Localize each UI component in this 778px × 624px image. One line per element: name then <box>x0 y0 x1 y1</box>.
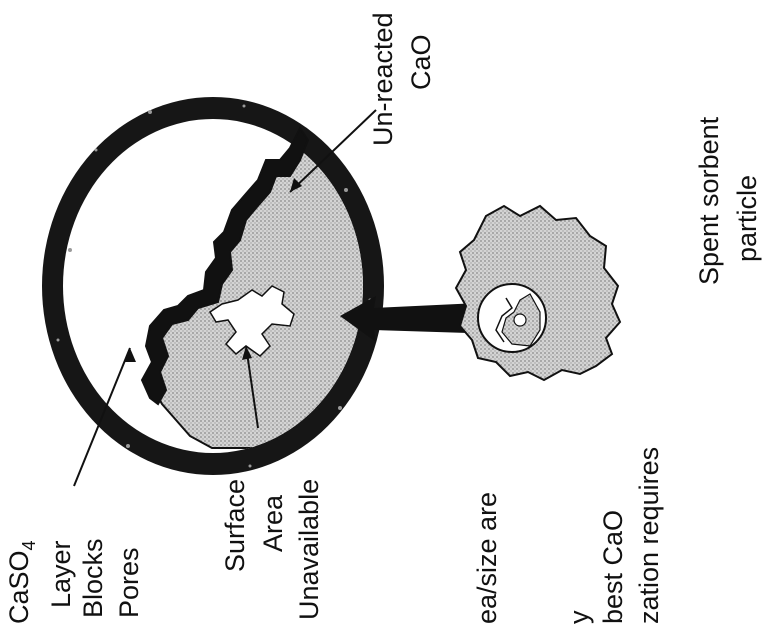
caso4-label-line2: Layer <box>46 540 76 608</box>
caso4-label-line4: Pores <box>114 547 144 618</box>
cut-text-line4: zation requires <box>634 447 664 624</box>
surface-label-line1: Surface <box>220 479 250 572</box>
magnified-particle <box>42 97 395 475</box>
spent-label-line1: Spent sorbent <box>694 116 724 285</box>
spent-label-line2: particle <box>732 175 762 262</box>
cut-text-line1: ea/size are <box>472 492 502 624</box>
surface-label-line2: Area <box>258 494 288 552</box>
cut-text-line2: y <box>564 610 594 624</box>
surface-label-line3: Unavailable <box>294 479 324 620</box>
spent-sorbent-particle <box>456 206 620 380</box>
unreacted-label-line1: Un-reacted <box>368 12 398 146</box>
caso4-label-line3: Blocks <box>78 538 108 618</box>
unreacted-label-line2: CaO <box>406 34 436 90</box>
cut-text-line3: best CaO <box>598 510 628 624</box>
caso4-label-line1: CaSO4 <box>4 540 39 624</box>
